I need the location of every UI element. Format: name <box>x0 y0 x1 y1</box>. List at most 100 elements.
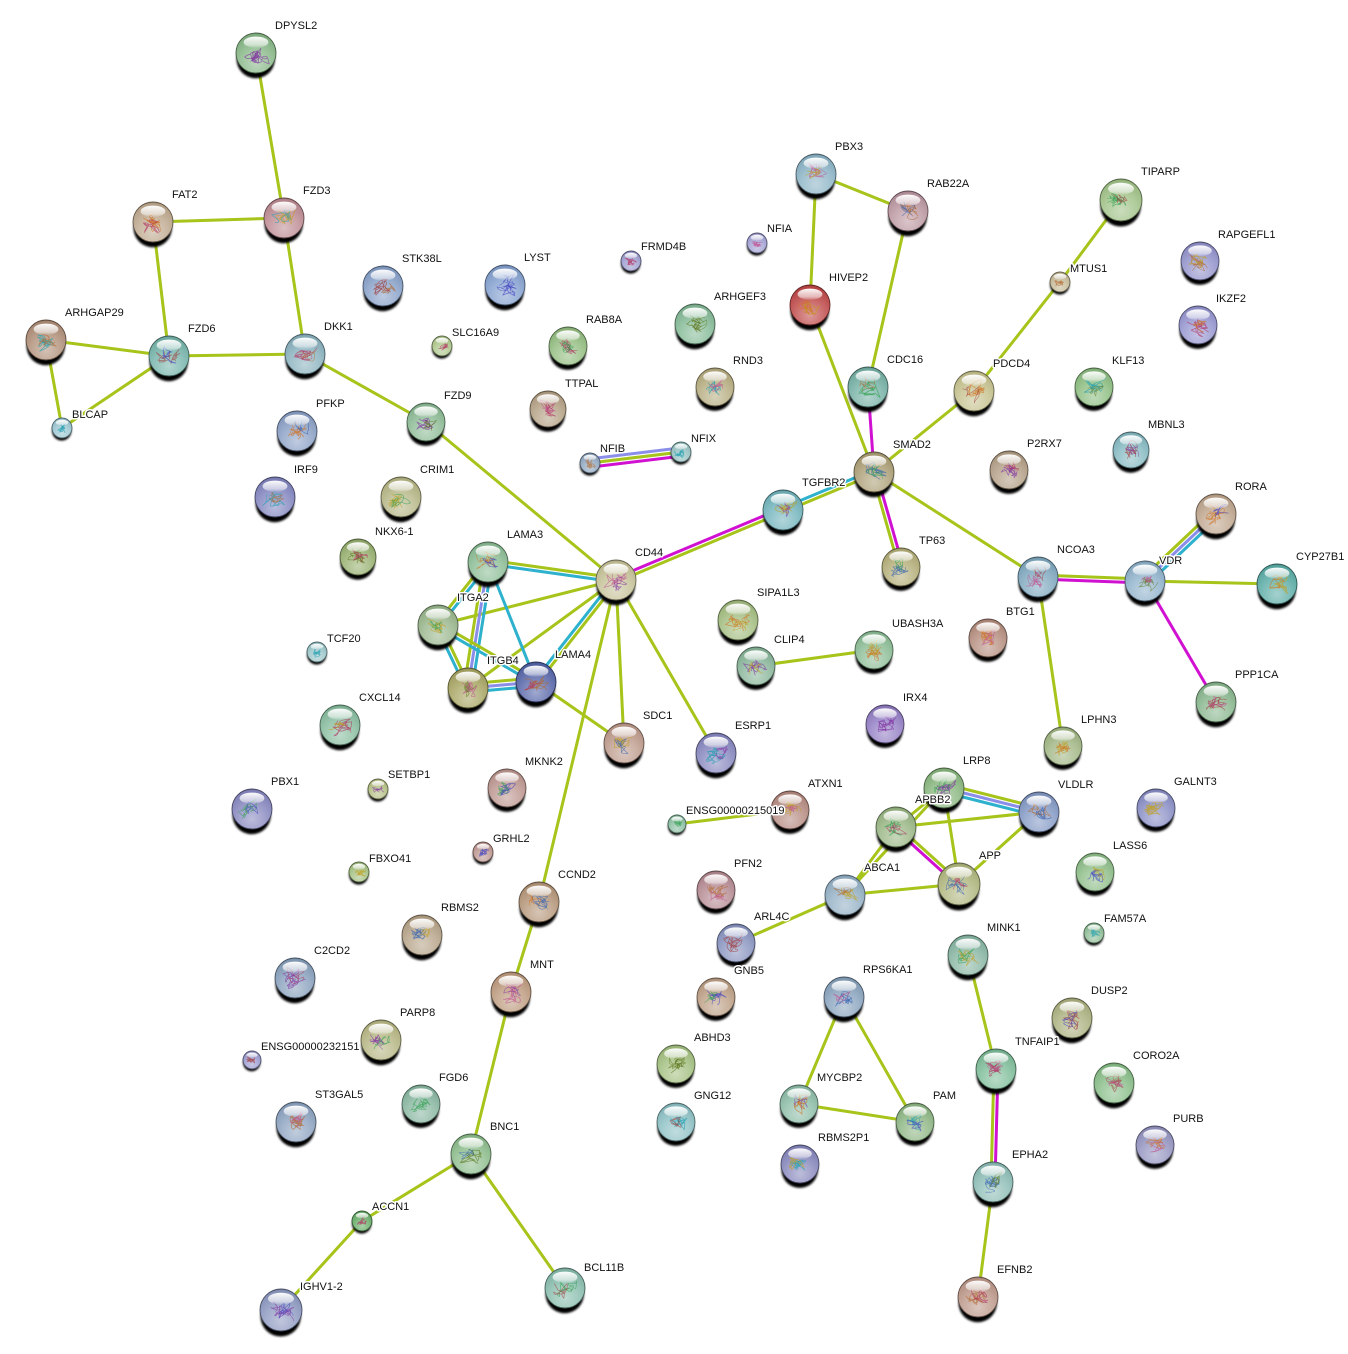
svg-text:PPP1CA: PPP1CA <box>1235 669 1279 681</box>
svg-text:VLDLR: VLDLR <box>1058 779 1094 791</box>
svg-text:APBB2: APBB2 <box>915 794 950 806</box>
svg-text:APP: APP <box>979 850 1001 862</box>
svg-text:IRF9: IRF9 <box>294 464 318 476</box>
svg-text:PAM: PAM <box>933 1090 956 1102</box>
svg-text:HIVEP2: HIVEP2 <box>829 272 868 284</box>
svg-text:NCOA3: NCOA3 <box>1057 544 1095 556</box>
svg-text:NFIX: NFIX <box>691 433 717 445</box>
svg-text:GNB5: GNB5 <box>734 965 764 977</box>
svg-text:FGD6: FGD6 <box>439 1072 468 1084</box>
svg-text:CYP27B1: CYP27B1 <box>1296 551 1344 563</box>
svg-text:IRX4: IRX4 <box>903 692 927 704</box>
svg-text:EPHA2: EPHA2 <box>1012 1149 1048 1161</box>
svg-text:C2CD2: C2CD2 <box>314 945 350 957</box>
svg-text:GNG12: GNG12 <box>694 1090 731 1102</box>
svg-text:RND3: RND3 <box>733 355 763 367</box>
svg-text:UBASH3A: UBASH3A <box>892 618 944 630</box>
svg-text:BLCAP: BLCAP <box>72 409 108 421</box>
svg-text:MBNL3: MBNL3 <box>1148 419 1185 431</box>
svg-text:PURB: PURB <box>1173 1113 1204 1125</box>
svg-text:BTG1: BTG1 <box>1006 606 1035 618</box>
svg-text:TIPARP: TIPARP <box>1141 166 1180 178</box>
svg-text:SMAD2: SMAD2 <box>893 439 931 451</box>
svg-text:LRP8: LRP8 <box>963 755 991 767</box>
svg-text:DPYSL2: DPYSL2 <box>275 20 317 32</box>
svg-text:LYST: LYST <box>524 252 551 264</box>
svg-text:VDR: VDR <box>1159 555 1182 567</box>
svg-text:TNFAIP1: TNFAIP1 <box>1015 1036 1060 1048</box>
svg-text:LAMA4: LAMA4 <box>555 649 591 661</box>
svg-text:CCND2: CCND2 <box>558 869 596 881</box>
svg-text:IGHV1-2: IGHV1-2 <box>300 1281 343 1293</box>
svg-text:RPS6KA1: RPS6KA1 <box>863 964 913 976</box>
svg-text:CLIP4: CLIP4 <box>774 634 805 646</box>
svg-text:PBX1: PBX1 <box>271 776 299 788</box>
svg-text:FAT2: FAT2 <box>172 189 197 201</box>
svg-text:STK38L: STK38L <box>402 253 442 265</box>
svg-text:ARHGAP29: ARHGAP29 <box>65 307 124 319</box>
svg-text:KLF13: KLF13 <box>1112 355 1144 367</box>
svg-text:ESRP1: ESRP1 <box>735 720 771 732</box>
svg-text:RAPGEFL1: RAPGEFL1 <box>1218 229 1275 241</box>
svg-text:CD44: CD44 <box>635 547 663 559</box>
svg-text:LAMA3: LAMA3 <box>507 529 543 541</box>
svg-text:GALNT3: GALNT3 <box>1174 776 1217 788</box>
svg-text:CORO2A: CORO2A <box>1133 1050 1180 1062</box>
svg-text:ITGB4: ITGB4 <box>487 655 519 667</box>
svg-text:NKX6-1: NKX6-1 <box>375 526 414 538</box>
svg-text:DUSP2: DUSP2 <box>1091 985 1128 997</box>
svg-text:LPHN3: LPHN3 <box>1081 714 1116 726</box>
svg-text:FZD3: FZD3 <box>303 185 331 197</box>
svg-text:FZD9: FZD9 <box>444 390 472 402</box>
svg-text:MYCBP2: MYCBP2 <box>817 1072 862 1084</box>
svg-text:FAM57A: FAM57A <box>1104 913 1147 925</box>
svg-text:PARP8: PARP8 <box>400 1007 435 1019</box>
svg-text:CDC16: CDC16 <box>887 354 923 366</box>
svg-text:BNC1: BNC1 <box>490 1121 519 1133</box>
svg-text:ACCN1: ACCN1 <box>372 1201 409 1213</box>
svg-text:FBXO41: FBXO41 <box>369 853 411 865</box>
svg-text:MKNK2: MKNK2 <box>525 756 563 768</box>
svg-text:FRMD4B: FRMD4B <box>641 241 686 253</box>
svg-text:RAB8A: RAB8A <box>586 314 623 326</box>
svg-text:MTUS1: MTUS1 <box>1070 263 1107 275</box>
svg-text:RAB22A: RAB22A <box>927 178 970 190</box>
svg-text:NFIA: NFIA <box>767 223 793 235</box>
svg-text:TGFBR2: TGFBR2 <box>802 477 845 489</box>
svg-text:MINK1: MINK1 <box>987 922 1021 934</box>
svg-text:DKK1: DKK1 <box>324 321 353 333</box>
svg-text:ARL4C: ARL4C <box>754 911 790 923</box>
svg-text:IKZF2: IKZF2 <box>1216 293 1246 305</box>
svg-text:PFN2: PFN2 <box>734 858 762 870</box>
svg-text:ENSG00000232151: ENSG00000232151 <box>261 1041 359 1053</box>
svg-text:RBMS2P1: RBMS2P1 <box>818 1132 869 1144</box>
svg-text:CRIM1: CRIM1 <box>420 464 454 476</box>
svg-text:SLC16A9: SLC16A9 <box>452 327 499 339</box>
svg-text:BCL11B: BCL11B <box>584 1262 624 1274</box>
svg-text:RBMS2: RBMS2 <box>441 902 479 914</box>
svg-text:CXCL14: CXCL14 <box>359 692 401 704</box>
svg-text:ARHGEF3: ARHGEF3 <box>714 291 766 303</box>
svg-text:ENSG00000215019: ENSG00000215019 <box>686 805 784 817</box>
svg-text:TCF20: TCF20 <box>327 633 361 645</box>
svg-text:EFNB2: EFNB2 <box>997 1264 1032 1276</box>
svg-text:MNT: MNT <box>530 959 554 971</box>
svg-text:SETBP1: SETBP1 <box>388 769 430 781</box>
svg-text:SDC1: SDC1 <box>643 710 672 722</box>
svg-text:PFKP: PFKP <box>316 398 345 410</box>
svg-text:RORA: RORA <box>1235 481 1267 493</box>
svg-text:GRHL2: GRHL2 <box>493 833 530 845</box>
svg-text:LASS6: LASS6 <box>1113 840 1147 852</box>
svg-text:NFIB: NFIB <box>600 443 625 455</box>
svg-text:PBX3: PBX3 <box>835 141 863 153</box>
svg-text:ST3GAL5: ST3GAL5 <box>315 1089 363 1101</box>
svg-text:ATXN1: ATXN1 <box>808 778 843 790</box>
svg-text:PDCD4: PDCD4 <box>993 358 1030 370</box>
svg-text:P2RX7: P2RX7 <box>1027 438 1062 450</box>
svg-text:ITGA2: ITGA2 <box>457 592 489 604</box>
svg-text:TP63: TP63 <box>919 535 945 547</box>
svg-text:TTPAL: TTPAL <box>565 378 598 390</box>
svg-text:FZD6: FZD6 <box>188 323 216 335</box>
svg-text:ABCA1: ABCA1 <box>864 862 900 874</box>
svg-text:ABHD3: ABHD3 <box>694 1032 731 1044</box>
